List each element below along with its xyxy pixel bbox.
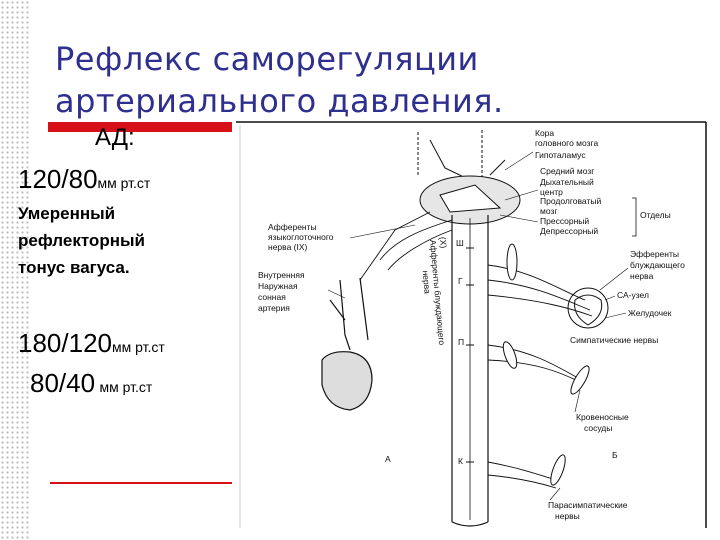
- label-resp1: Дыхательный: [540, 177, 594, 187]
- label-aff-vagus2: нерва: [421, 270, 433, 294]
- label-vessels1: Кровеносные: [576, 412, 629, 422]
- label-ventricle: Желудочек: [628, 308, 672, 318]
- label-aff-glosso2: языкоглоточного: [268, 232, 334, 242]
- label-aff-glosso1: Афференты: [268, 222, 317, 232]
- label-parasymp1: Парасимпатические: [548, 500, 628, 510]
- label-depressor: Депрессорный: [540, 226, 598, 236]
- label-eff-vagus3: нерва: [630, 271, 654, 281]
- ganglia: [501, 244, 593, 487]
- label-carotid2: артерия: [258, 303, 290, 313]
- nerve-fibers: [360, 212, 592, 488]
- label-cortex2: головного мозга: [535, 138, 598, 148]
- label-seg-sh: Ш: [456, 238, 464, 248]
- label-a: А: [385, 454, 391, 464]
- label-seg-g: Г: [458, 276, 463, 286]
- label-eff-vagus1: Эфференты: [630, 249, 679, 259]
- label-sa-node: СА-узел: [617, 290, 649, 300]
- label-aff-vagus-num: (X): [438, 236, 449, 248]
- label-b: Б: [612, 450, 618, 460]
- spinal-cord: [452, 215, 488, 526]
- label-seg-p: П: [458, 337, 464, 347]
- label-aff-glosso3: нерва (IX): [268, 242, 308, 252]
- label-aff-vagus-group: Афференты блуждающего нерва (X): [418, 236, 457, 346]
- label-midbrain: Средний мозг: [540, 166, 594, 176]
- label-cortex: Кора: [535, 128, 554, 138]
- label-sections: Отделы: [640, 210, 671, 220]
- heart-sa-node: [568, 288, 608, 328]
- label-internal: Внутренняя: [258, 270, 305, 280]
- label-symp: Симпатические нервы: [570, 335, 658, 345]
- carotid-heart: [322, 278, 372, 410]
- label-medulla2: мозг: [540, 206, 557, 216]
- label-carotid1: сонная: [258, 292, 286, 302]
- label-hypothalamus: Гипоталамус: [535, 150, 586, 160]
- label-vessels2: сосуды: [584, 423, 612, 433]
- label-external: Наружная: [258, 281, 298, 291]
- label-eff-vagus2: блуждающего: [630, 260, 685, 270]
- label-pressor: Прессорный: [540, 216, 589, 226]
- label-seg-k: К: [458, 456, 463, 466]
- label-medulla1: Продолговатый: [540, 196, 601, 206]
- label-parasymp2: нервы: [555, 511, 580, 521]
- brain-structures: [418, 130, 520, 224]
